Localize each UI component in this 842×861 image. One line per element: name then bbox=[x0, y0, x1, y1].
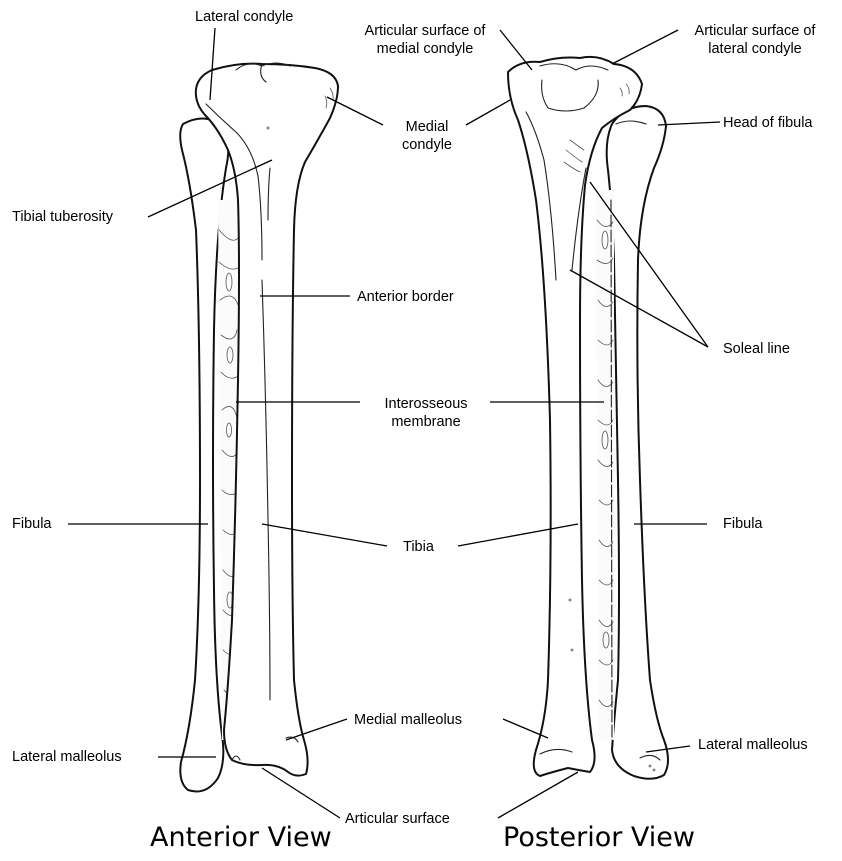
title-posterior-view: Posterior View bbox=[503, 822, 695, 853]
label-tibial-tuberosity: Tibial tuberosity bbox=[12, 208, 113, 226]
posterior-fibula bbox=[607, 106, 668, 779]
anterior-view-illustration bbox=[180, 63, 338, 792]
label-head-of-fibula: Head of fibula bbox=[723, 114, 812, 132]
label-anterior-border: Anterior border bbox=[357, 288, 454, 306]
label-lateral-condyle: Lateral condyle bbox=[195, 8, 293, 26]
posterior-view-illustration bbox=[508, 57, 668, 779]
label-medial-condyle: Medial condyle bbox=[387, 118, 467, 154]
label-lateral-malleolus-anterior: Lateral malleolus bbox=[12, 748, 122, 766]
label-lateral-malleolus-posterior: Lateral malleolus bbox=[698, 736, 808, 754]
label-tibia: Tibia bbox=[403, 538, 434, 556]
label-medial-malleolus: Medial malleolus bbox=[354, 711, 462, 729]
label-articular-surface: Articular surface bbox=[345, 810, 450, 828]
label-soleal-line: Soleal line bbox=[723, 340, 790, 358]
label-articular-surface-medial-condyle: Articular surface of medial condyle bbox=[350, 22, 500, 58]
label-articular-surface-lateral-condyle: Articular surface of lateral condyle bbox=[680, 22, 830, 58]
title-anterior-view: Anterior View bbox=[150, 822, 332, 853]
label-interosseous-membrane: Interosseous membrane bbox=[364, 395, 488, 431]
label-fibula-posterior: Fibula bbox=[723, 515, 763, 533]
label-fibula-anterior: Fibula bbox=[12, 515, 52, 533]
